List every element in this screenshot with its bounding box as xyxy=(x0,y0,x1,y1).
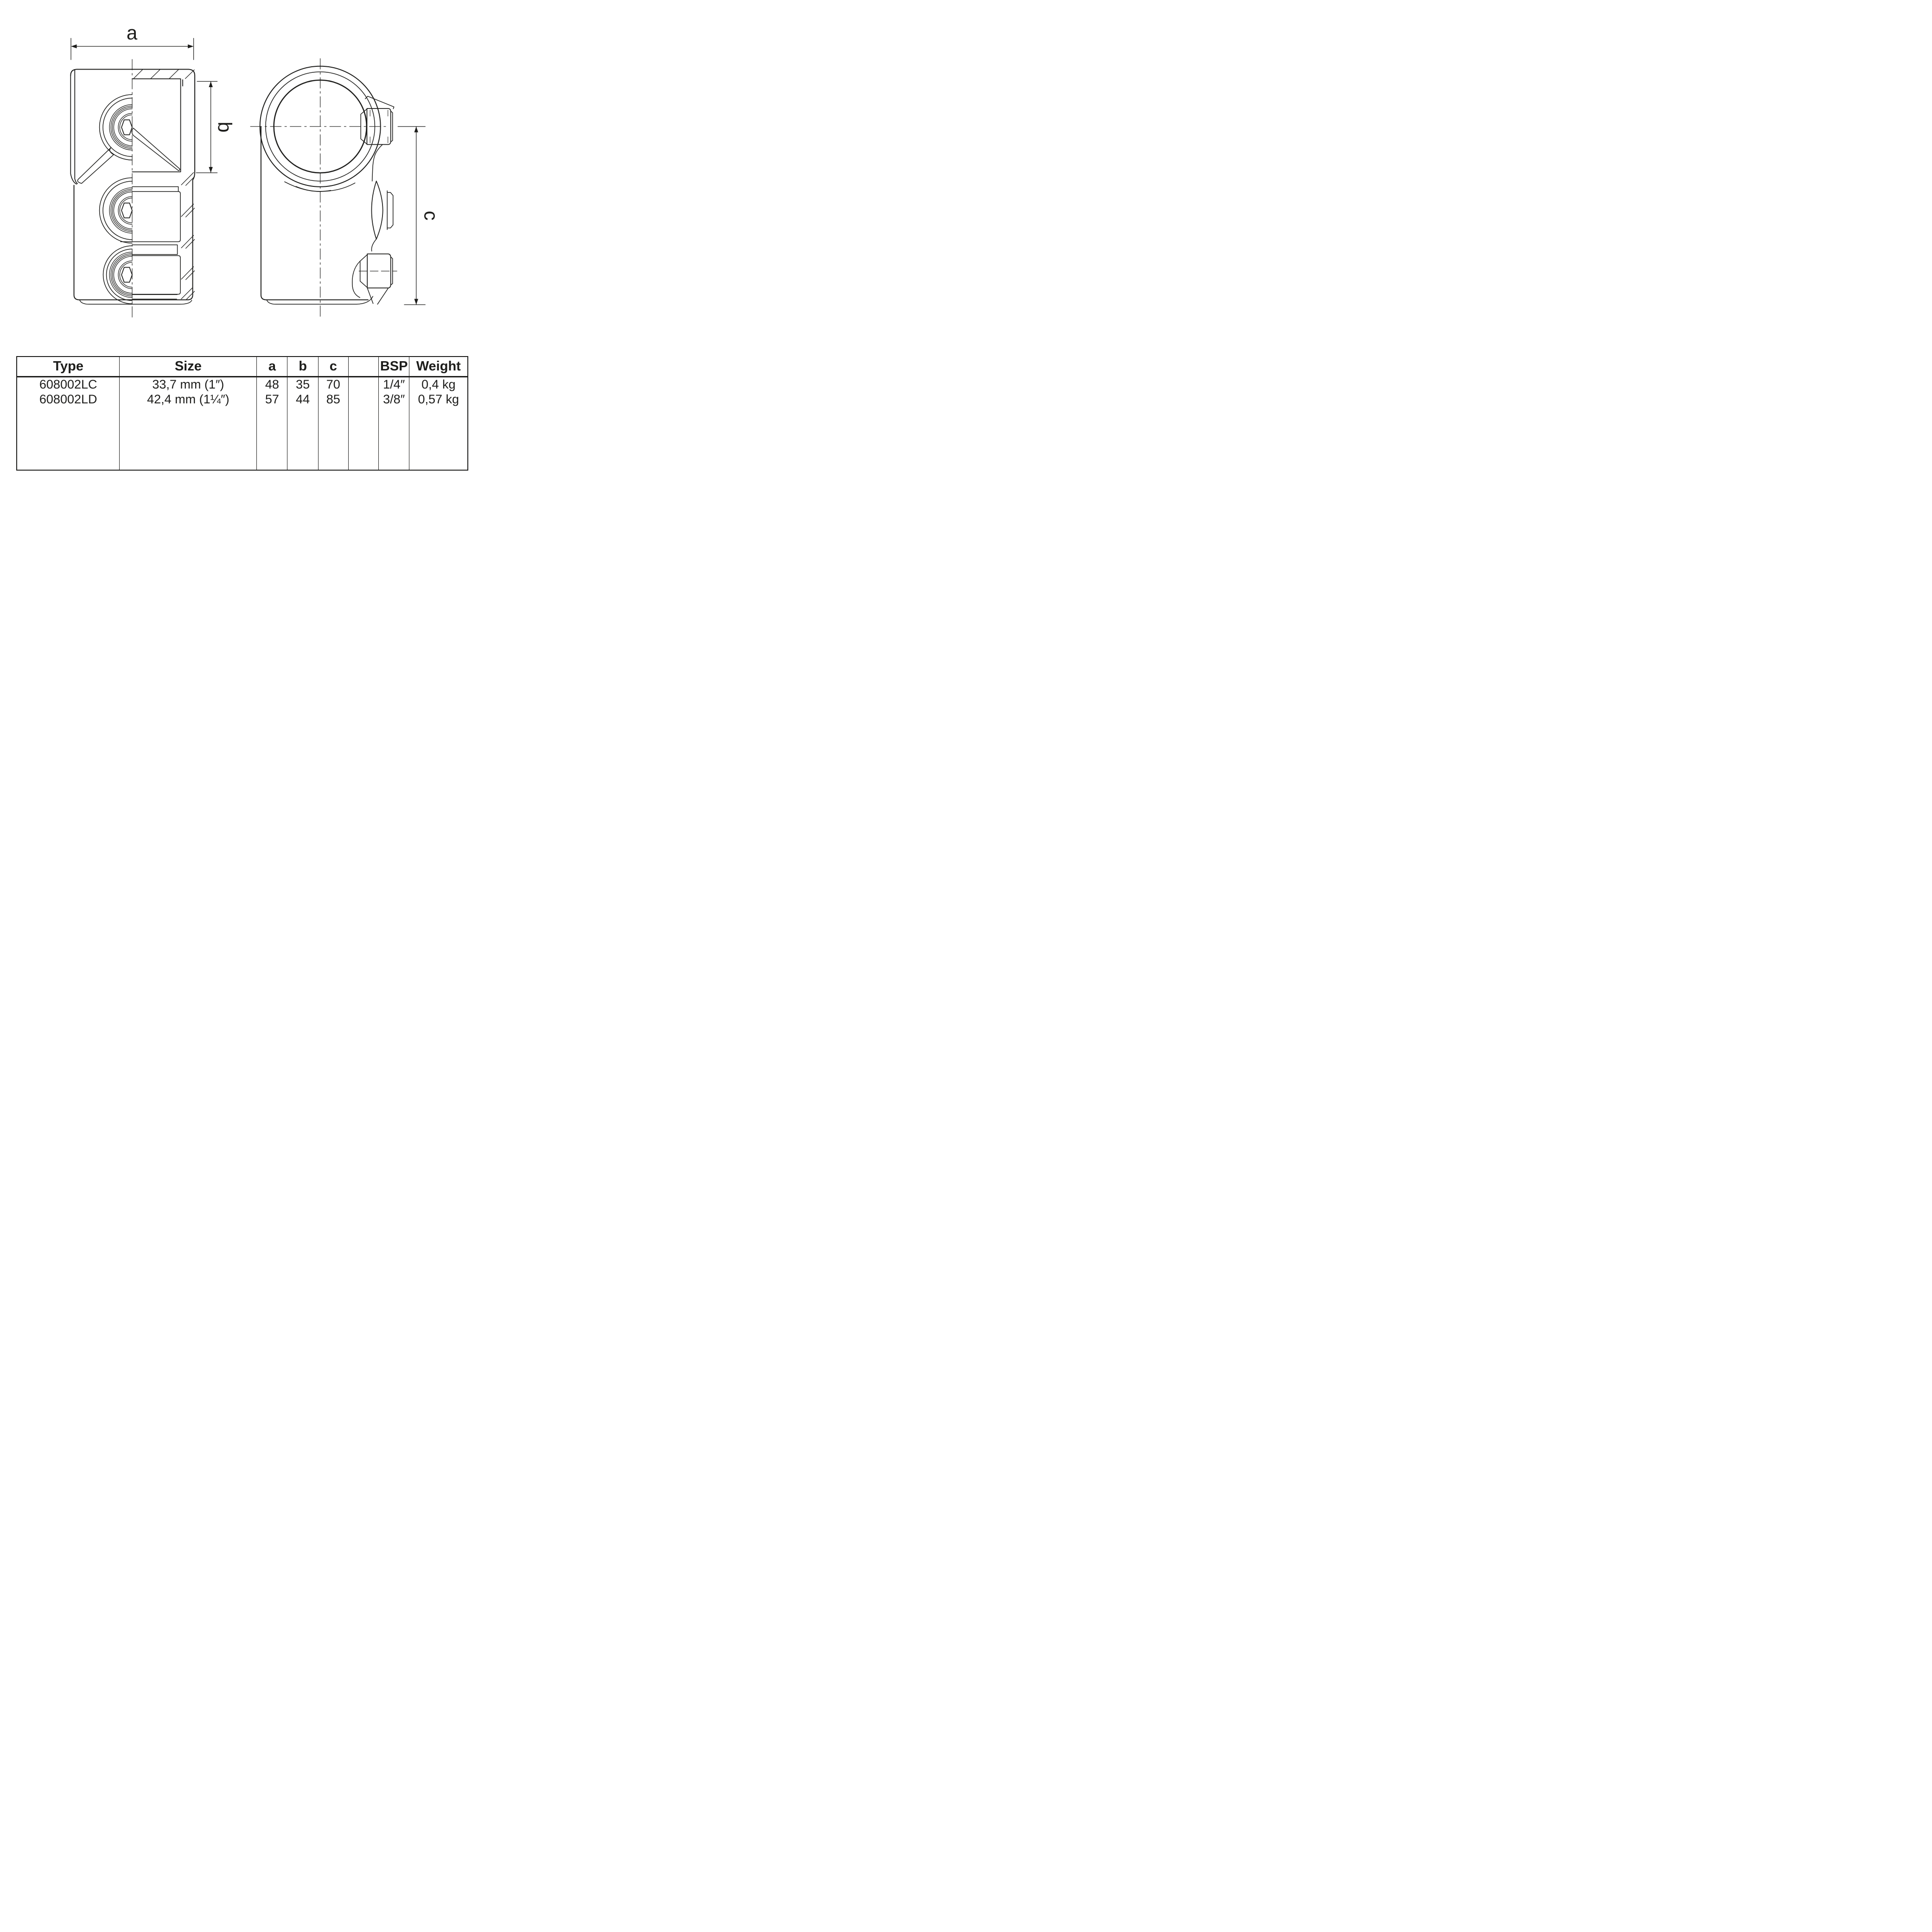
cell-a: 57 xyxy=(256,392,288,407)
socket-cavity xyxy=(132,78,183,172)
cell-size: 33,7 mm (1″) xyxy=(119,376,257,392)
dimension-c: c xyxy=(397,126,442,305)
thread-ticks xyxy=(370,110,389,143)
screw-cone-left xyxy=(77,147,114,184)
header-empty xyxy=(348,357,379,378)
cell-b: 35 xyxy=(287,376,319,392)
side-screw-top xyxy=(360,96,395,182)
screw-head-arcs xyxy=(109,104,133,151)
cell-empty xyxy=(348,376,379,392)
cell-size: 42,4 mm (1¼″) xyxy=(119,392,257,407)
screw-boss-arcs xyxy=(99,94,133,160)
saddle-curves xyxy=(284,181,356,192)
screw-section xyxy=(120,186,181,255)
body-outline xyxy=(70,69,196,300)
screw-boss-arcs xyxy=(99,177,133,244)
cell-b: 44 xyxy=(287,392,319,407)
arrowhead-left xyxy=(71,44,77,49)
arrowhead-right xyxy=(188,44,194,49)
table-filler-row xyxy=(16,407,468,471)
cell-weight: 0,57 kg xyxy=(409,392,468,407)
table-row: 608002LC 33,7 mm (1″) 48 35 70 1/4″ 0,4 … xyxy=(16,376,468,392)
dim-b-label: b xyxy=(214,121,236,132)
hex-socket xyxy=(121,119,133,135)
screw-head-arcs xyxy=(109,252,133,298)
bottom-lip xyxy=(79,300,192,305)
set-screw-middle xyxy=(99,177,181,255)
lower-neck xyxy=(371,238,377,252)
cell-c: 70 xyxy=(318,376,349,392)
table-row: 608002LD 42,4 mm (1¼″) 57 44 85 3/8″ 0,5… xyxy=(16,392,468,407)
set-screw-top xyxy=(77,94,180,184)
bottom-lip xyxy=(266,296,373,305)
upper-wedge xyxy=(364,96,395,109)
cell-bsp: 1/4″ xyxy=(378,376,410,392)
neck-curve xyxy=(371,144,383,182)
set-screw-bottom xyxy=(102,245,181,304)
spec-table: Type Size a b c BSP Weight 608002LC 33,7… xyxy=(16,356,469,471)
drawing-sheet: a xyxy=(0,0,483,483)
socket-end-cap xyxy=(70,69,78,185)
hatch-top xyxy=(133,69,195,79)
screw-boss-arcs xyxy=(102,245,133,304)
dimension-b: b xyxy=(196,81,236,173)
arrowhead-down xyxy=(414,299,418,305)
hex-socket xyxy=(121,267,133,283)
dimension-a: a xyxy=(70,22,194,60)
right-view: c xyxy=(250,58,442,319)
screw-head-arcs xyxy=(109,187,133,234)
screw-section xyxy=(132,255,181,300)
cell-empty xyxy=(348,392,379,407)
table-header-row: Type Size a b c BSP Weight xyxy=(16,357,468,378)
boss-cup xyxy=(352,254,368,298)
header-c: c xyxy=(318,357,349,378)
dim-c-label: c xyxy=(421,211,442,221)
left-view: a xyxy=(70,22,236,318)
side-screw-bottom xyxy=(352,253,397,305)
arrowhead-down xyxy=(209,167,213,173)
header-type: Type xyxy=(16,357,120,378)
arrowhead-up xyxy=(209,81,213,88)
boss-lens xyxy=(371,180,383,240)
side-screw-middle xyxy=(371,180,394,252)
lower-body-outline xyxy=(260,126,369,300)
cell-bsp: 3/8″ xyxy=(378,392,410,407)
dim-a-label: a xyxy=(127,22,138,44)
arrowhead-up xyxy=(414,126,418,133)
boss-trapezoid xyxy=(360,108,368,145)
hex-socket xyxy=(121,202,133,218)
technical-drawing: a xyxy=(70,22,442,319)
screw-cone-right xyxy=(131,128,180,171)
header-a: a xyxy=(256,357,288,378)
spec-table-wrap: Type Size a b c BSP Weight 608002LC 33,7… xyxy=(16,356,469,471)
header-bsp: BSP xyxy=(378,357,410,378)
cell-weight: 0,4 kg xyxy=(409,376,468,392)
under-curl xyxy=(367,287,389,305)
header-b: b xyxy=(287,357,319,378)
header-size: Size xyxy=(119,357,257,378)
cell-a: 48 xyxy=(256,376,288,392)
header-weight: Weight xyxy=(409,357,468,378)
screw-head xyxy=(387,190,394,230)
cell-type: 608002LD xyxy=(16,392,120,407)
cell-type: 608002LC xyxy=(16,376,120,392)
head-cap xyxy=(390,110,393,142)
cell-c: 85 xyxy=(318,392,349,407)
hatch-right-wall xyxy=(181,172,195,300)
